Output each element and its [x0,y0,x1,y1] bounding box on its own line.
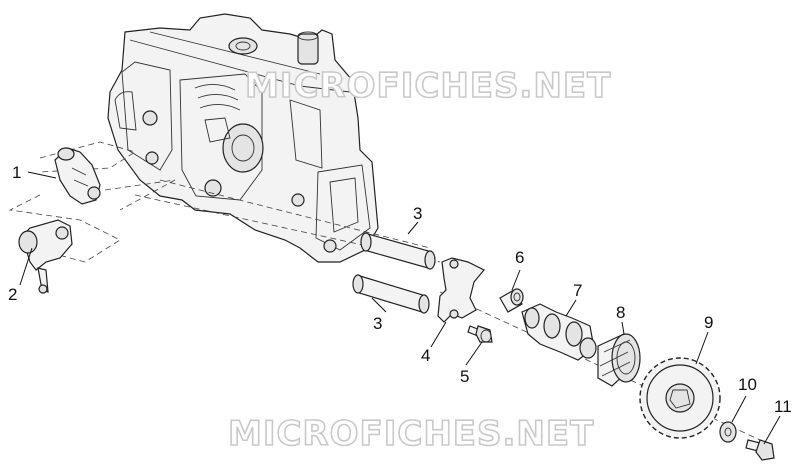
camshaft-sprocket [639,357,721,439]
callout-10: 10 [738,375,757,394]
callout-2: 2 [8,285,17,304]
callout-3-upper: 3 [413,204,422,223]
washer [719,421,737,443]
leader-lines [19,171,781,445]
rocker-arm-lower [18,219,73,294]
rocker-shaft-upper [360,232,436,270]
needle-bearing [597,333,641,387]
callout-6: 6 [515,248,524,267]
callout-1: 1 [12,163,21,182]
callout-3-lower: 3 [373,314,382,333]
plate-screw [467,325,493,343]
callout-5: 5 [460,367,469,386]
callout-7: 7 [573,281,582,300]
rocker-arm-upper [54,147,101,205]
watermark-bottom: MICROFICHES.NET [228,414,594,454]
sprocket-bolt [745,439,775,461]
camshaft [521,303,597,361]
retaining-plate [437,257,485,323]
rocker-shaft-lower [352,274,430,314]
camshaft-bushing [499,288,524,313]
callout-9: 9 [704,313,713,332]
watermark-top: MICROFICHES.NET [245,66,611,106]
callout-11: 11 [774,397,792,416]
callout-4: 4 [421,346,430,365]
callout-8: 8 [616,303,625,322]
